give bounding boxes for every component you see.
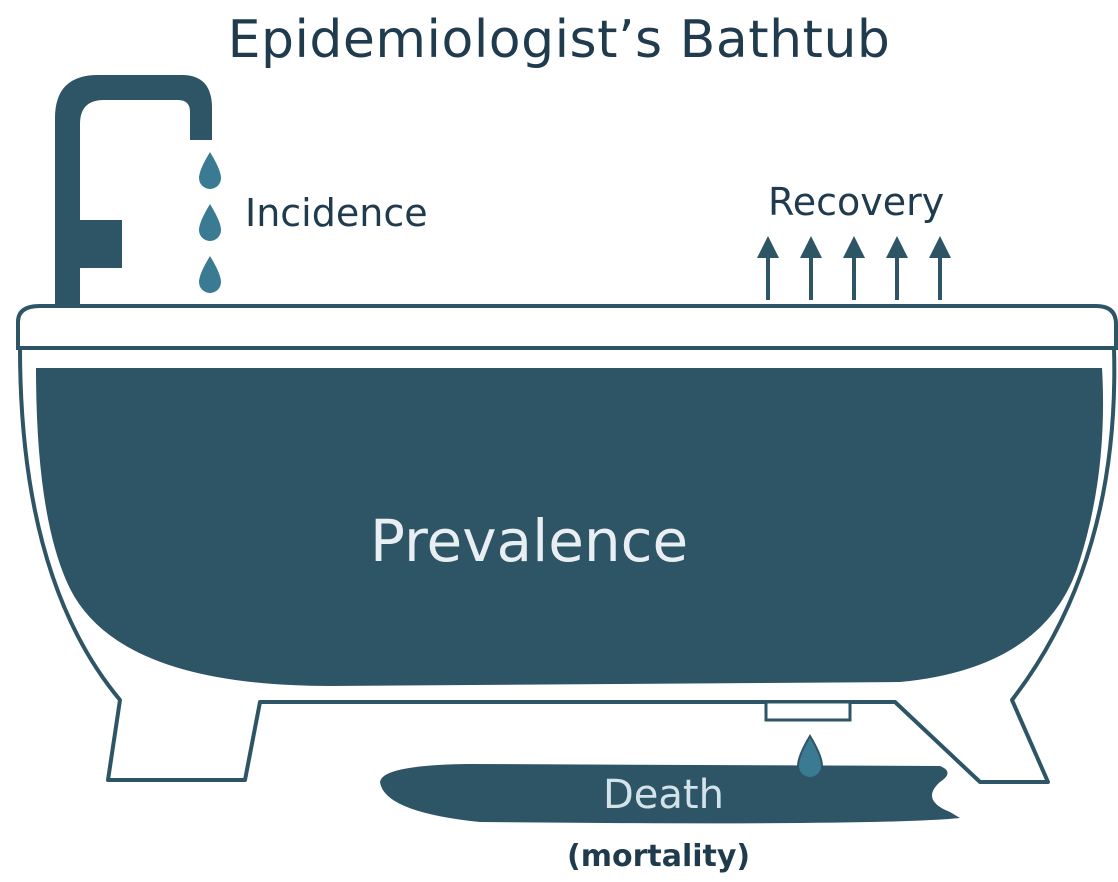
arrow-up-icon <box>929 236 951 300</box>
diagram-title: Epidemiologist’s Bathtub <box>227 10 891 70</box>
prevalence-water <box>36 368 1104 686</box>
prevalence-label: Prevalence <box>370 507 689 575</box>
arrow-up-icon <box>843 236 865 300</box>
mortality-label: (mortality) <box>567 839 751 874</box>
recovery-arrows <box>757 236 951 300</box>
tub-rim <box>16 304 1118 350</box>
water-drop-icon <box>199 256 221 293</box>
water-drop-icon <box>199 152 221 189</box>
drain <box>764 700 852 722</box>
arrow-up-icon <box>757 236 779 300</box>
water-drop-icon <box>199 204 221 241</box>
death-puddle <box>380 764 960 824</box>
death-label: Death <box>603 772 724 818</box>
recovery-label: Recovery <box>768 180 945 224</box>
arrow-up-icon <box>886 236 908 300</box>
faucet-icon <box>55 75 212 305</box>
incidence-label: Incidence <box>245 191 428 235</box>
water-drop-icon <box>796 734 824 779</box>
arrow-up-icon <box>800 236 822 300</box>
